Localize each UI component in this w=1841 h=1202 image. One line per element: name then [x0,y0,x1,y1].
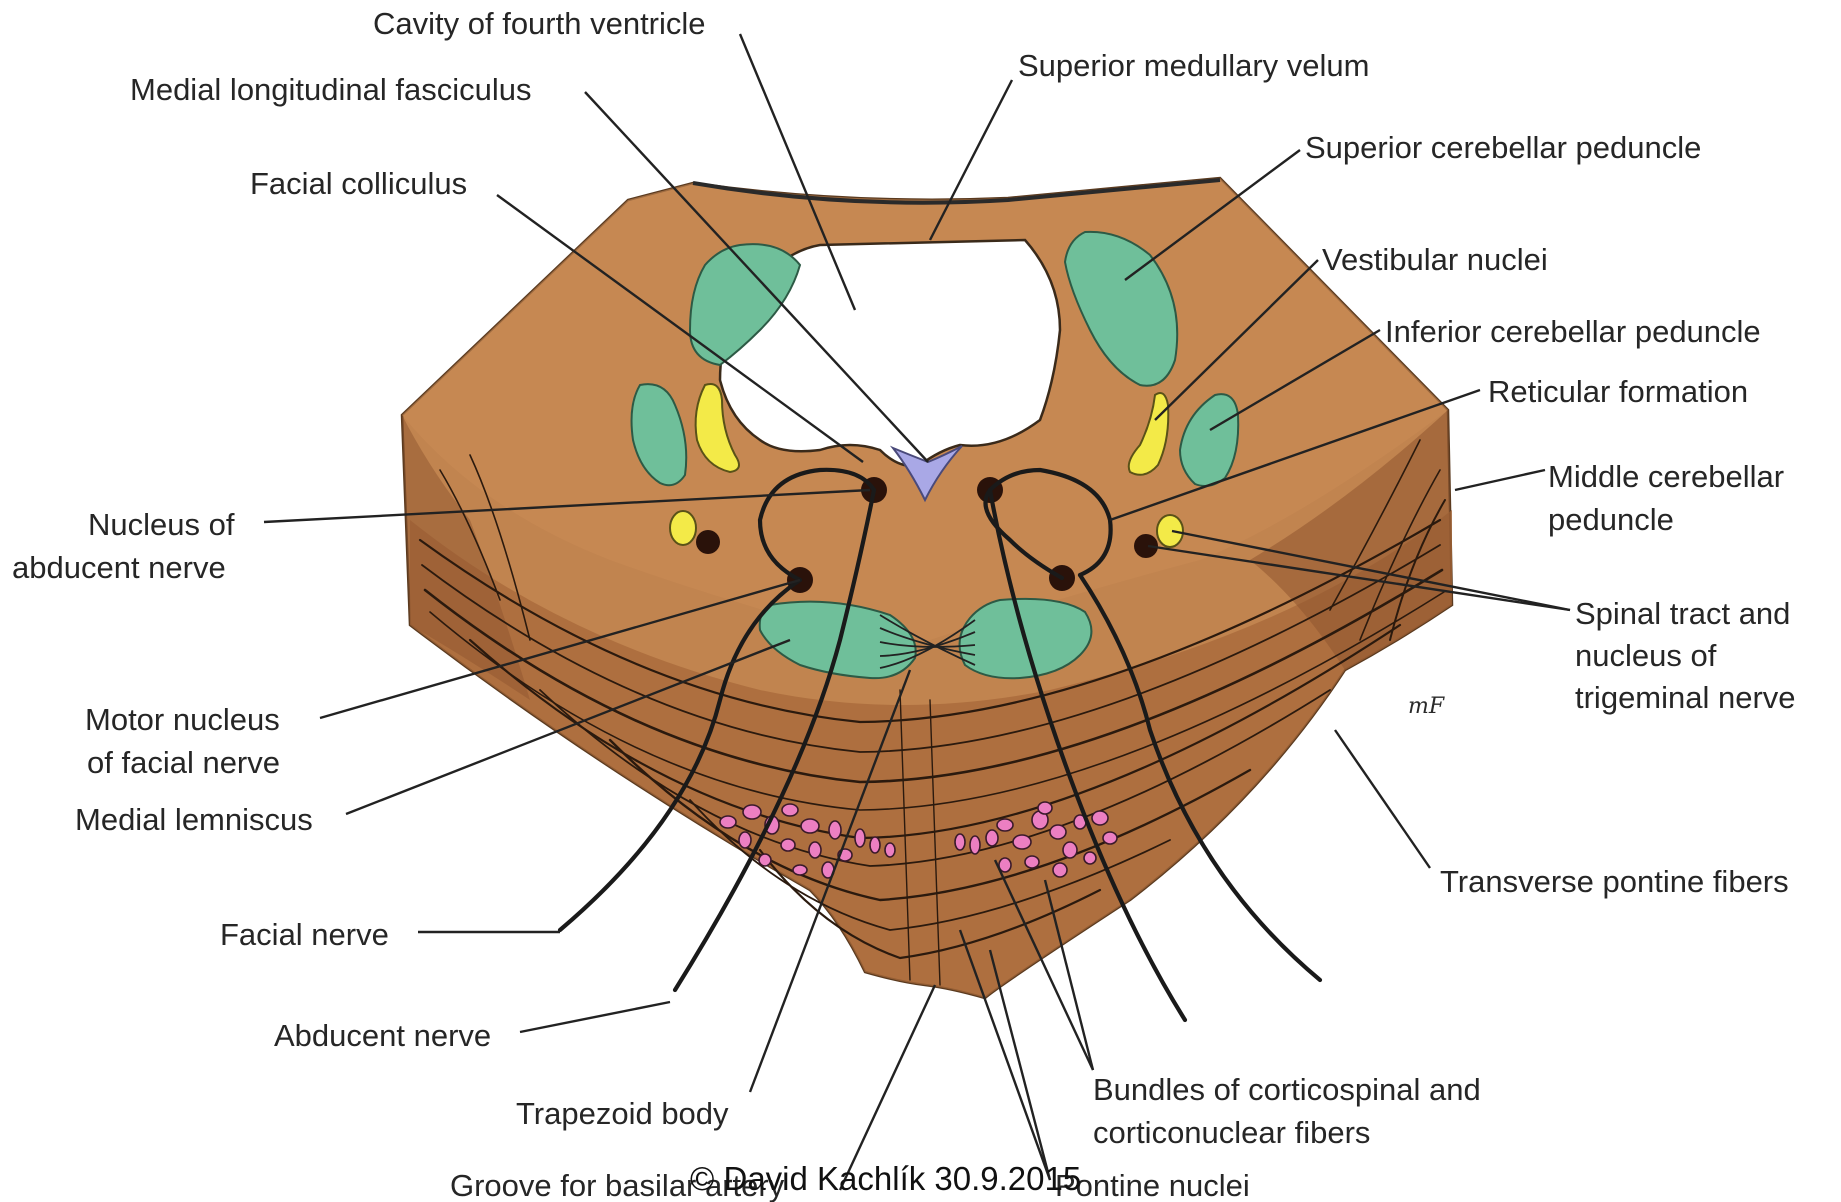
label-transverse-pontine-fibers: Transverse pontine fibers [1440,864,1789,899]
label-abducent-nerve: Abducent nerve [274,1018,491,1053]
label-facial-colliculus: Facial colliculus [250,166,467,201]
label-spinal-trigeminal-line3: trigeminal nerve [1575,680,1796,715]
spinal-trigeminal-tract-left [670,511,696,545]
label-motor-facial-line1: Motor nucleus [85,702,280,737]
label-middle-cerebellar-peduncle-line1: Middle cerebellar [1548,459,1784,494]
label-medial-lemniscus: Medial lemniscus [75,802,313,837]
label-motor-facial-line2: of facial nerve [87,745,280,780]
label-facial-nerve: Facial nerve [220,917,389,952]
spinal-trigeminal-tract-right [1157,515,1183,547]
label-vestibular-nuclei: Vestibular nuclei [1322,242,1548,277]
label-bundles-corticospinal-line1: Bundles of corticospinal and [1093,1072,1481,1107]
label-superior-medullary-velum: Superior medullary velum [1018,48,1369,83]
label-nucleus-abducent-line1: Nucleus of [88,507,235,542]
label-nucleus-abducent-line2: abducent nerve [12,550,226,585]
label-inferior-cerebellar-peduncle: Inferior cerebellar peduncle [1385,314,1761,349]
label-superior-cerebellar-peduncle: Superior cerebellar peduncle [1305,130,1701,165]
label-spinal-trigeminal-line2: nucleus of [1575,638,1717,673]
spinal-trigeminal-nucleus-left [696,530,720,554]
label-trapezoid-body: Trapezoid body [516,1096,729,1131]
label-reticular-formation: Reticular formation [1488,374,1748,409]
label-spinal-trigeminal-line1: Spinal tract and [1575,596,1790,631]
label-pontine-nuclei: Pontine nuclei [1055,1168,1250,1202]
artist-signature: mF [1408,694,1445,719]
label-middle-cerebellar-peduncle-line2: peduncle [1548,502,1674,537]
copyright-notice: © David Kachlík 30.9.2015 [690,1160,1081,1197]
label-medial-longitudinal-fasciculus: Medial longitudinal fasciculus [130,72,532,107]
label-bundles-corticospinal-line2: corticonuclear fibers [1093,1115,1370,1150]
label-cavity-fourth-ventricle: Cavity of fourth ventricle [373,6,706,41]
